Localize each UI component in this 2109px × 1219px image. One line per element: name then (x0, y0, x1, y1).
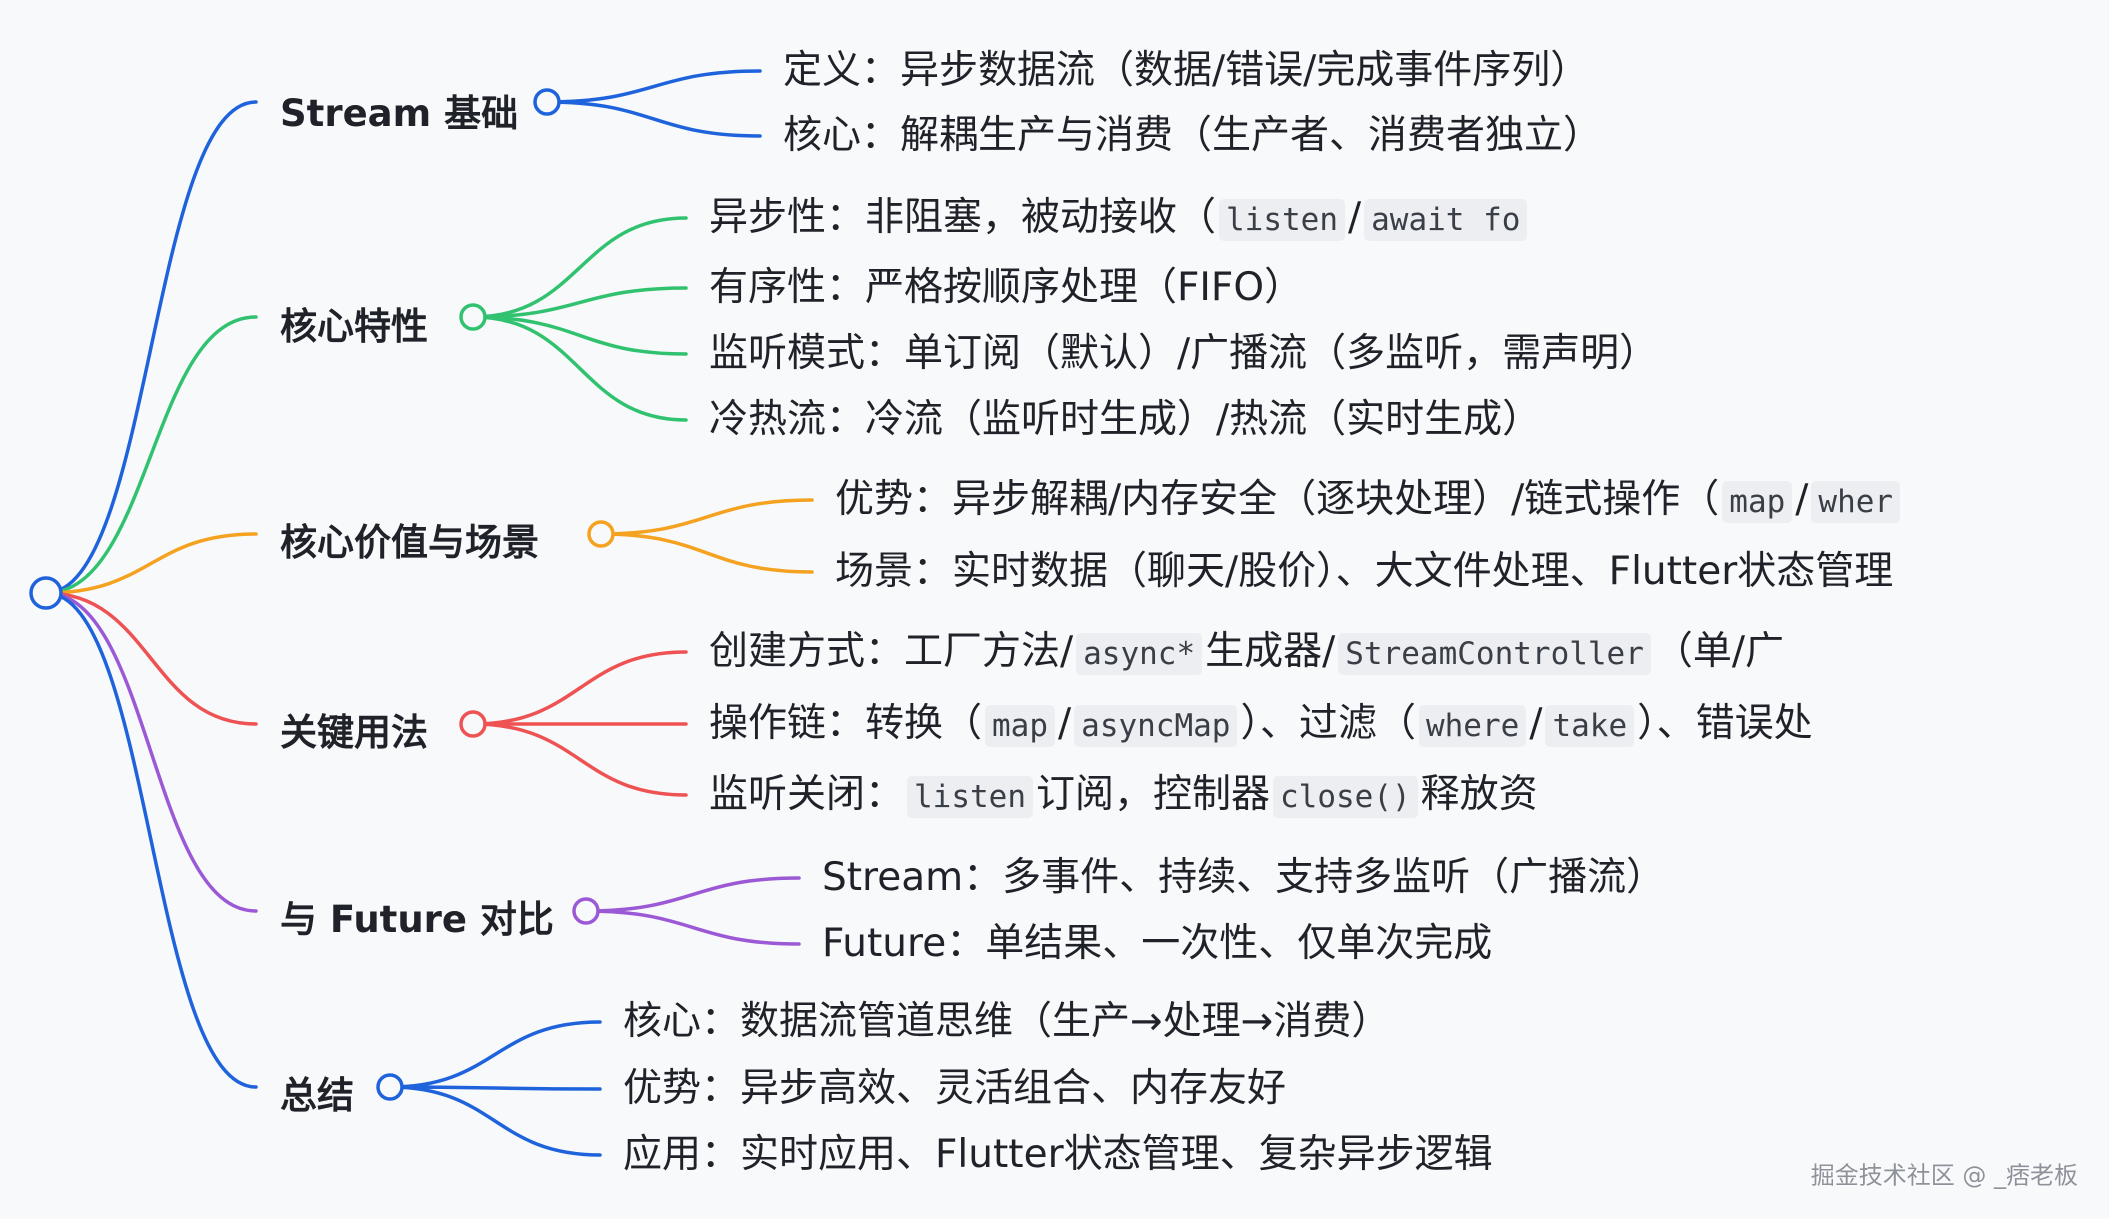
leaf-text: 订阅，控制器 (1036, 772, 1271, 817)
code-stream-controller: StreamController (1338, 633, 1651, 675)
code-map: map (985, 705, 1056, 747)
code-async-star: async* (1076, 633, 1203, 675)
leaf-text: 冷热流：冷流（监听时生成）/热流（实时生成） (709, 397, 1542, 442)
leaf-advantages: 优势：异步解耦/内存安全（逐块处理）/链式操作（map/wher (835, 472, 1903, 528)
leaf-summary-advantages: 优势：异步高效、灵活组合、内存友好 (623, 1061, 1286, 1117)
link-future-comparison-to-leaf-1 (584, 876, 801, 913)
leaf-text: 定义：异步数据流（数据/错误/完成事件序列） (783, 48, 1590, 93)
branch-label-future-comparison: 与 Future 对比 (280, 898, 554, 941)
link-root-to-core-value (44, 532, 258, 595)
link-root-to-stream-basics (44, 100, 258, 595)
leaf-ordering: 有序性：严格按顺序处理（FIFO） (709, 260, 1303, 316)
leaf-text: Future：单结果、一次性、仅单次完成 (822, 921, 1493, 966)
code-take: take (1545, 705, 1635, 747)
leaf-text: 生成器/ (1205, 629, 1336, 674)
leaf-summary-core: 核心：数据流管道思维（生产→处理→消费） (623, 994, 1390, 1050)
link-core-value-to-leaf-2 (599, 532, 814, 574)
link-core-features-to-leaf-3 (471, 315, 688, 356)
root-node-circle[interactable] (29, 576, 63, 610)
leaf-text: / (1058, 701, 1072, 746)
link-key-usage-to-leaf-1 (471, 650, 688, 726)
link-root-to-core-features (44, 315, 258, 595)
leaf-summary-applications: 应用：实时应用、Flutter状态管理、复杂异步逻辑 (623, 1127, 1493, 1183)
leaf-text: Stream：多事件、持续、支持多监听（广播流） (822, 855, 1666, 900)
leaf-creation: 创建方式：工厂方法/async*生成器/StreamController（单/广 (709, 624, 1784, 680)
leaf-text: 场景：实时数据（聊天/股价）、大文件处理、Flutter状态管理 (835, 549, 1894, 594)
code-async-map: asyncMap (1074, 705, 1238, 747)
code-listen: listen (907, 776, 1033, 818)
link-core-features-to-leaf-4 (471, 315, 688, 422)
leaf-stream-core: 核心：解耦生产与消费（生产者、消费者独立） (783, 108, 1602, 164)
leaf-stream-vs: Stream：多事件、持续、支持多监听（广播流） (822, 850, 1665, 906)
leaf-text: 监听关闭： (709, 772, 905, 817)
link-core-features-to-leaf-1 (471, 216, 688, 319)
link-root-to-summary (44, 591, 258, 1089)
leaf-text: / (1529, 701, 1543, 746)
leaf-text: 操作链：转换（ (709, 701, 983, 746)
leaf-text: 核心：数据流管道思维（生产→处理→消费） (623, 999, 1391, 1044)
watermark: 掘金技术社区 @ _痞老板 (1810, 1161, 2078, 1190)
link-root-to-future-comparison (44, 591, 258, 913)
link-summary-to-leaf-2 (388, 1085, 602, 1091)
leaf-scenarios: 场景：实时数据（聊天/股价）、大文件处理、Flutter状态管理 (835, 544, 1893, 600)
leaf-text: （单/广 (1653, 629, 1785, 674)
leaf-text: 有序性：严格按顺序处理（FIFO） (709, 265, 1304, 310)
leaf-text: 异步性：非阻塞，被动接收（ (709, 195, 1217, 240)
branch-label-core-features: 核心特性 (280, 305, 428, 348)
branch-circle-core-value[interactable] (587, 520, 615, 548)
link-stream-basics-to-leaf-1 (545, 69, 762, 104)
leaf-stream-definition: 定义：异步数据流（数据/错误/完成事件序列） (783, 43, 1589, 99)
leaf-text: 监听模式：单订阅（默认）/广播流（多监听，需声明） (709, 331, 1659, 376)
link-stream-basics-to-leaf-2 (545, 100, 762, 138)
branch-label-core-value: 核心价值与场景 (280, 521, 539, 564)
branch-circle-summary[interactable] (376, 1073, 404, 1101)
leaf-text: 应用：实时应用、Flutter状态管理、复杂异步逻辑 (623, 1132, 1493, 1177)
link-core-features-to-leaf-2 (471, 286, 688, 319)
leaf-text: / (1795, 477, 1809, 522)
leaf-text: 优势：异步高效、灵活组合、内存友好 (623, 1066, 1287, 1111)
branch-label-summary: 总结 (280, 1074, 354, 1117)
branch-label-stream-basics: Stream 基础 (280, 92, 519, 135)
code-where: wher (1811, 481, 1901, 523)
link-summary-to-leaf-1 (388, 1020, 602, 1089)
leaf-operator-chain: 操作链：转换（map/asyncMap）、过滤（where/take）、错误处 (709, 696, 1813, 752)
leaf-listen-mode: 监听模式：单订阅（默认）/广播流（多监听，需声明） (709, 326, 1658, 382)
branch-label-key-usage: 关键用法 (280, 711, 428, 754)
code-listen: listen (1219, 199, 1345, 241)
leaf-future-vs: Future：单结果、一次性、仅单次完成 (822, 916, 1492, 972)
branch-circle-core-features[interactable] (459, 303, 487, 331)
leaf-async-nature: 异步性：非阻塞，被动接收（listen/await fo (709, 190, 1530, 246)
code-await-for: await fo (1364, 199, 1528, 241)
branch-circle-future-comparison[interactable] (572, 897, 600, 925)
leaf-cold-hot-stream: 冷热流：冷流（监听时生成）/热流（实时生成） (709, 392, 1541, 448)
leaf-text: ）、过滤（ (1240, 701, 1416, 746)
branch-circle-key-usage[interactable] (459, 710, 487, 738)
leaf-text: 释放资 (1420, 772, 1538, 817)
link-future-comparison-to-leaf-2 (584, 909, 801, 946)
link-root-to-key-usage (44, 591, 258, 726)
code-where: where (1418, 705, 1527, 747)
code-close: close() (1273, 776, 1418, 818)
leaf-text: 优势：异步解耦/内存安全（逐块处理）/链式操作（ (835, 477, 1720, 522)
leaf-text: ）、错误处 (1637, 701, 1813, 746)
leaf-text: 核心：解耦生产与消费（生产者、消费者独立） (783, 113, 1603, 158)
link-core-value-to-leaf-1 (599, 498, 814, 536)
leaf-text: 创建方式：工厂方法/ (709, 629, 1074, 674)
code-map: map (1722, 481, 1793, 523)
link-key-usage-to-leaf-3 (471, 722, 688, 797)
link-summary-to-leaf-3 (388, 1085, 602, 1157)
branch-circle-stream-basics[interactable] (533, 88, 561, 116)
leaf-text: / (1348, 195, 1362, 240)
